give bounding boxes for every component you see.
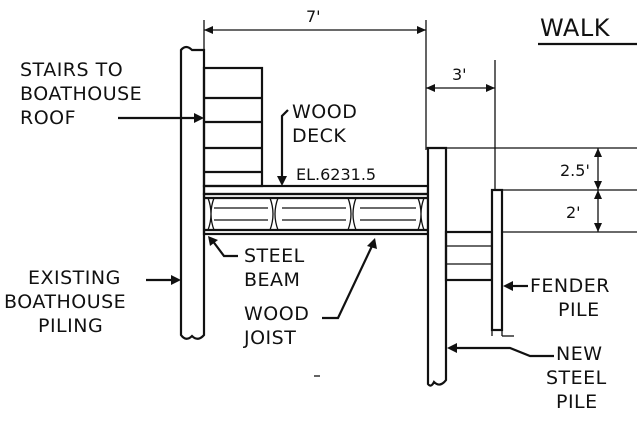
beam-joist-zone <box>202 192 430 236</box>
label-existing-3: PILING <box>38 315 103 337</box>
joist-mark-3 <box>347 197 357 231</box>
arrow-beam <box>208 236 218 246</box>
dim-3-text: 3' <box>452 65 467 84</box>
arrow-existing <box>171 275 181 285</box>
fender-block <box>444 230 494 282</box>
label-deck-2: DECK <box>292 125 346 147</box>
arrow-fender <box>503 281 513 291</box>
dim-7-text: 7' <box>306 7 321 26</box>
label-elevation: EL.6231.5 <box>296 165 376 184</box>
label-fender-2: PILE <box>558 299 600 321</box>
label-joist-2: JOIST <box>243 327 296 349</box>
label-new-pile-1: NEW <box>556 343 603 365</box>
new-steel-pile-shape <box>426 146 448 387</box>
label-stairs-1: STAIRS TO <box>20 59 123 81</box>
label-fender-1: FENDER <box>530 275 610 297</box>
joist-mark-1 <box>207 197 215 231</box>
label-existing-1: EXISTING <box>28 267 121 289</box>
arrow-stairs <box>194 113 204 123</box>
joist-mark-4 <box>417 197 425 231</box>
joist-mark-2 <box>269 197 279 231</box>
existing-piling-shape <box>179 45 206 340</box>
drawing-title: WALK <box>540 14 611 42</box>
label-joist-1: WOOD <box>244 303 309 325</box>
label-existing-2: BOATHOUSE <box>4 291 126 313</box>
leader-beam <box>211 239 238 258</box>
wood-deck <box>202 184 430 196</box>
leader-new-pile <box>456 346 554 358</box>
dim-2-5-text: 2.5' <box>560 161 590 180</box>
leader-deck <box>280 109 289 178</box>
label-stairs-3: ROOF <box>20 107 76 129</box>
arrow-joist <box>367 238 377 249</box>
stairs-outline <box>202 66 264 188</box>
leader-joist <box>322 245 373 320</box>
fender-pile-shape <box>490 188 504 332</box>
label-beam-2: BEAM <box>244 269 300 291</box>
label-deck-1: WOOD <box>292 101 357 123</box>
dim-right-arrows <box>594 148 602 232</box>
label-new-pile-2: STEEL <box>546 367 607 389</box>
label-stairs-2: BOATHOUSE <box>20 83 142 105</box>
arrow-new-pile <box>447 343 457 353</box>
arrow-deck <box>277 176 287 186</box>
dim-2-text: 2' <box>566 203 581 222</box>
label-new-pile-3: PILE <box>556 391 598 413</box>
label-beam-1: STEEL <box>244 245 305 267</box>
